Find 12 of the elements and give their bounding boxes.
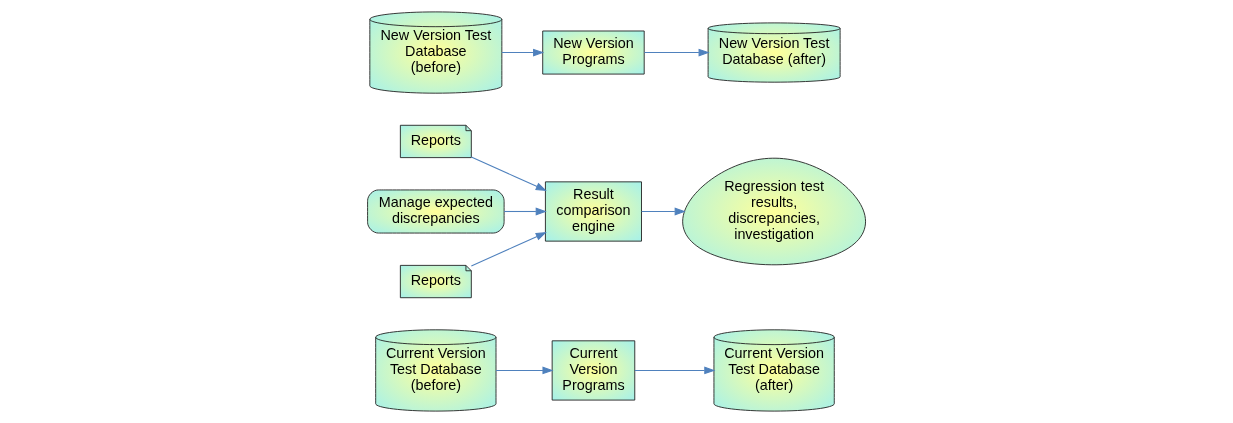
arrow <box>641 207 686 216</box>
arrow <box>643 48 710 57</box>
arrow <box>470 156 547 191</box>
arrow <box>470 232 547 267</box>
node-box: Manage expected discrepancies <box>367 189 505 234</box>
arrow <box>503 207 547 216</box>
arrow <box>495 366 554 375</box>
node-box: Current Version Programs <box>551 340 636 401</box>
node-box: New Version Programs <box>542 30 645 75</box>
arrow <box>501 48 545 57</box>
node-box: Result comparison engine <box>544 181 642 242</box>
arrow <box>634 366 716 375</box>
